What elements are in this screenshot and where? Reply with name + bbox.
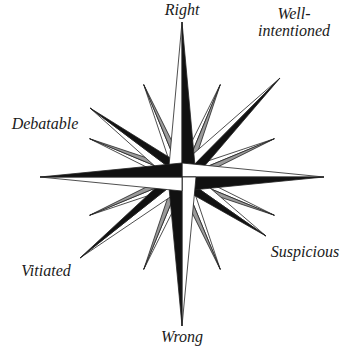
compass-label: Vitiated: [12, 263, 80, 280]
cardinal-point: [168, 22, 196, 177]
compass-label: Well-intentioned: [248, 6, 340, 40]
point-light-half: [182, 163, 324, 177]
cardinal-point: [168, 177, 196, 326]
point-dark-half: [168, 177, 182, 326]
point-light-half: [40, 177, 182, 191]
point-dark-half: [182, 22, 196, 177]
point-dark-half: [182, 177, 324, 191]
compass-label: Debatable: [6, 116, 84, 133]
point-dark-half: [40, 163, 182, 177]
point-light-half: [168, 22, 182, 177]
cardinal-point: [40, 163, 182, 191]
cardinal-point: [182, 163, 324, 191]
compass-label: Suspicious: [262, 244, 348, 261]
point-light-half: [182, 177, 196, 326]
compass-label: Right: [152, 2, 212, 19]
compass-label: Wrong: [147, 329, 217, 346]
